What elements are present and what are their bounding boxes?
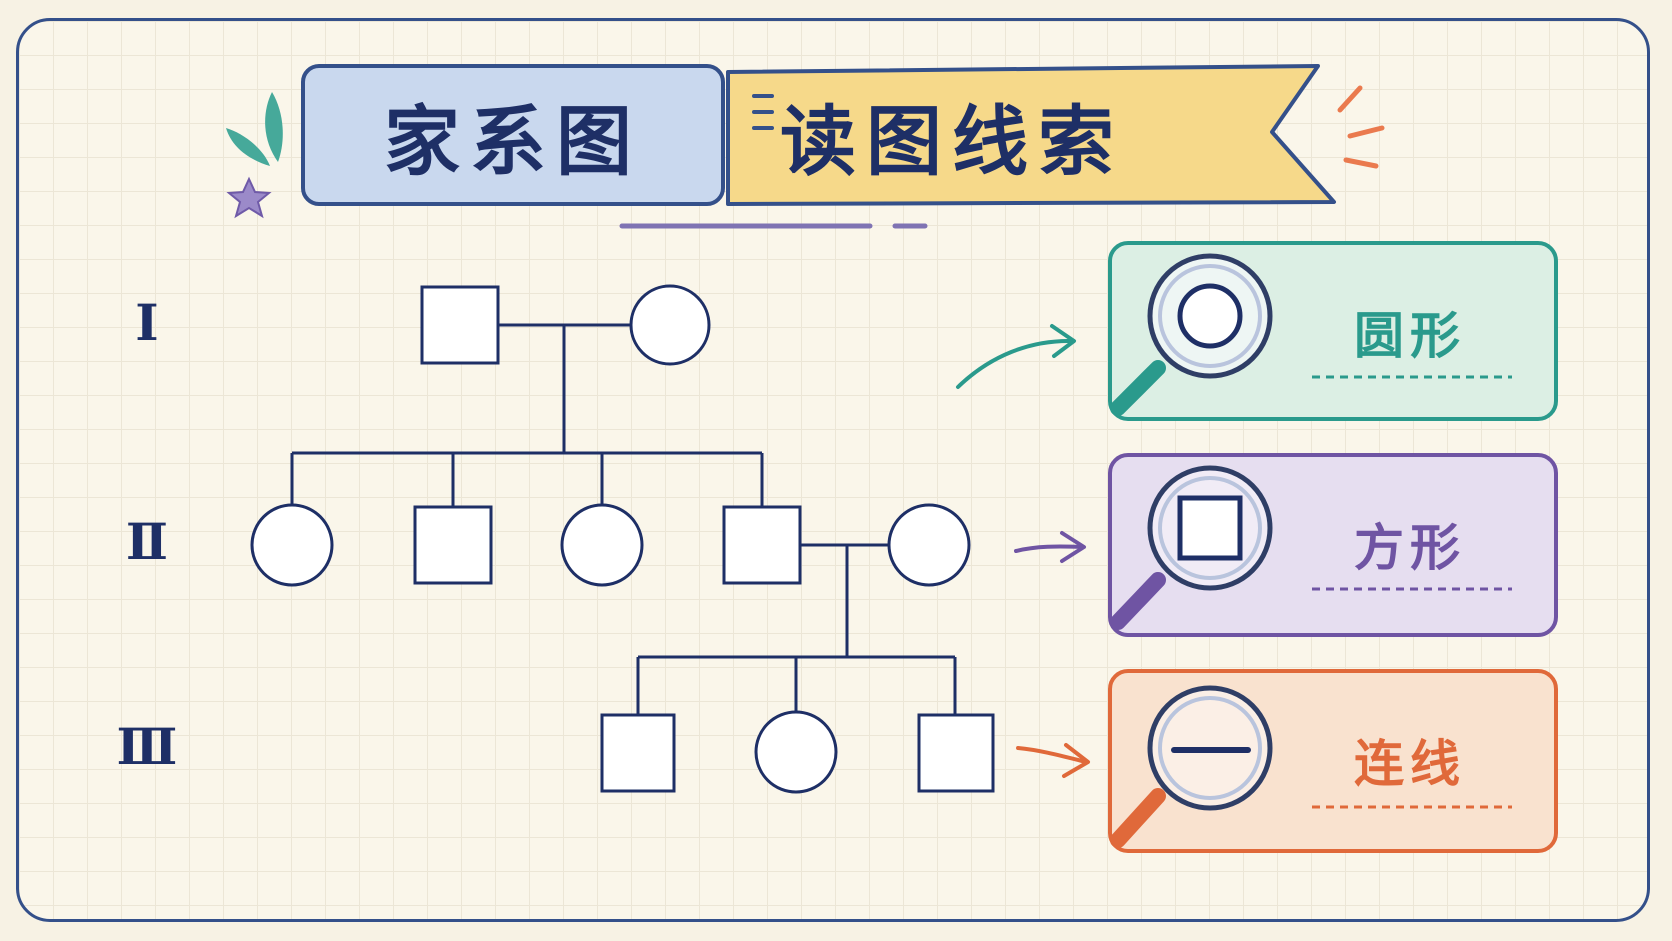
title-right-banner [726, 64, 1336, 206]
sparkle-left-lines-icon [752, 94, 774, 130]
generation-label-1: Ⅰ [135, 293, 159, 352]
arrow-to-line-icon [1016, 743, 1090, 778]
generation-label-3: Ⅲ [116, 717, 178, 776]
clue-label-square: 方形 [1354, 519, 1466, 577]
gen2-female-2 [560, 503, 644, 587]
gen2-male-1 [413, 505, 493, 585]
arrow-to-square-icon [1014, 531, 1086, 563]
gen1-female [629, 284, 711, 366]
gen3-male-2 [917, 713, 995, 793]
gen2-female-1 [250, 503, 334, 587]
generation-label-2: Ⅱ [125, 512, 169, 571]
clue-label-line: 连线 [1354, 735, 1466, 793]
gen3-male-1 [600, 713, 676, 793]
arrow-to-circle-icon [956, 324, 1076, 389]
clue-card-line [1108, 669, 1558, 853]
gen3-female-1 [754, 710, 838, 794]
magnifier-handle-icon [1110, 360, 1166, 416]
star-icon [226, 176, 272, 219]
magnifier-handle-icon [1110, 788, 1166, 848]
gen2-female-3 [887, 503, 971, 587]
title-left-banner [301, 64, 725, 206]
pedigree-chart [250, 284, 995, 794]
clue-label-circle: 圆形 [1354, 307, 1466, 365]
clue-card-circle [1108, 241, 1558, 421]
title-reading-clues: 读图线索 [780, 97, 1124, 186]
square-icon [1177, 495, 1243, 561]
magnifier-handle-icon [1110, 572, 1166, 630]
sparkle-left-icon [226, 92, 283, 166]
gen2-male-2 [722, 505, 802, 585]
gen1-male [420, 285, 500, 365]
clue-card-square [1108, 453, 1558, 637]
title-pedigree: 家系图 [384, 97, 642, 186]
sparkle-right-icon [1337, 85, 1385, 169]
circle-icon [1177, 283, 1243, 349]
